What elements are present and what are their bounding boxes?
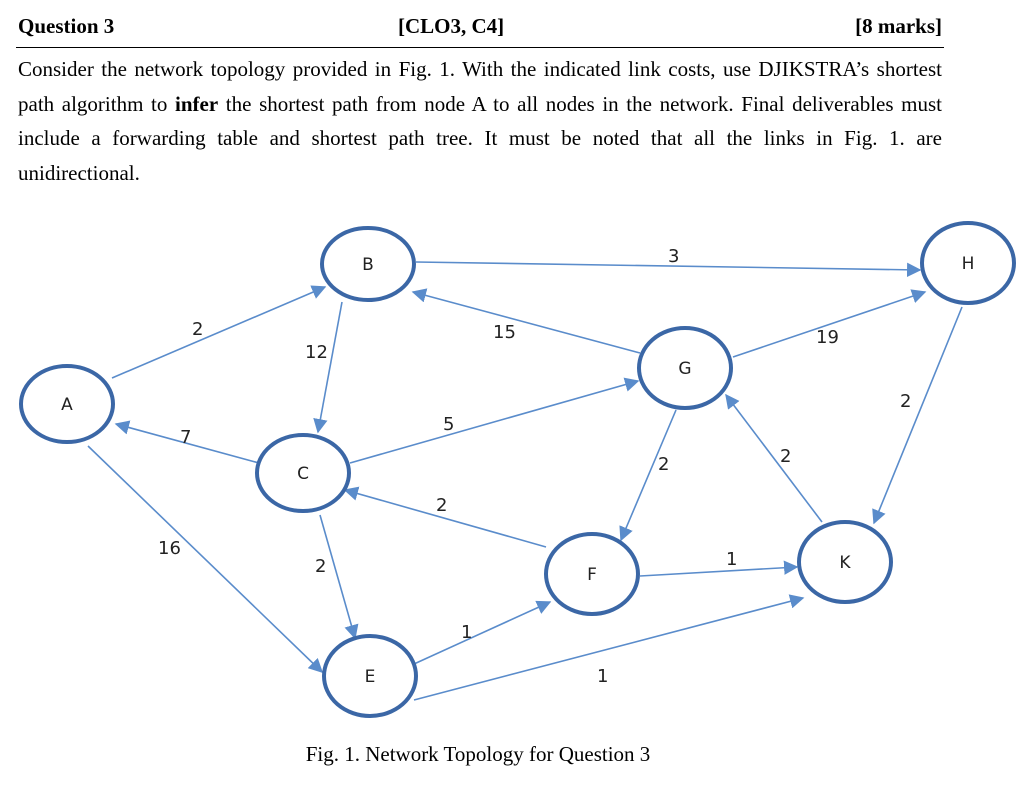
edge-line (619, 409, 677, 542)
header-rule (16, 47, 944, 48)
edge-f-to-k: 1 (639, 549, 799, 577)
edge-cost-label: 2 (192, 319, 203, 340)
edge-cost-label: 1 (597, 666, 608, 687)
node-label: A (61, 395, 73, 415)
edge-line (639, 560, 799, 577)
edge-c-to-a: 7 (114, 420, 260, 464)
node-b: B (320, 226, 416, 302)
nodes-layer: A B C E F G H K (19, 221, 1016, 718)
edge-a-to-e: 16 (87, 445, 324, 674)
figure-caption: Fig. 1. Network Topology for Question 3 (305, 742, 651, 766)
node-circle (920, 221, 1016, 305)
edge-e-to-f: 1 (413, 600, 552, 665)
edge-f-to-c: 2 (343, 486, 547, 548)
clo-tag: [CLO3, C4] (398, 14, 505, 38)
edge-line (725, 393, 823, 523)
edge-cost-label: 1 (461, 622, 472, 643)
edge-cost-label: 5 (443, 414, 454, 435)
edge-g-to-f: 2 (619, 409, 677, 542)
node-e: E (322, 634, 418, 718)
edge-line (732, 289, 927, 358)
node-g: G (637, 326, 733, 410)
edge-line (114, 420, 260, 464)
node-label: F (587, 565, 597, 585)
node-circle (637, 326, 733, 410)
node-circle (19, 364, 115, 444)
prompt-text-2: the shortest path from node A to all nod… (18, 91, 942, 185)
node-circle (255, 433, 351, 513)
edge-line (319, 514, 359, 640)
edge-line (111, 285, 327, 379)
question-number: Question 3 (18, 14, 115, 38)
edge-cost-label: 2 (900, 391, 911, 412)
edge-line (411, 288, 641, 354)
node-circle (544, 532, 640, 616)
edge-cost-label: 16 (158, 538, 181, 559)
prompt-text-1: Consider the network topology provided i… (18, 57, 942, 116)
edge-cost-label: 7 (180, 427, 191, 448)
edge-cost-label: 19 (816, 327, 839, 348)
node-k: K (797, 520, 893, 604)
edge-line (413, 594, 805, 701)
node-label: B (362, 255, 374, 275)
edge-cost-label: 2 (436, 495, 447, 516)
node-label: K (839, 553, 851, 573)
edge-line (87, 445, 324, 674)
edge-cost-label: 2 (658, 454, 669, 475)
edge-cost-label: 3 (668, 246, 679, 267)
prompt-emphasis: infer (175, 91, 219, 116)
node-f: F (544, 532, 640, 616)
edge-c-to-g: 5 (349, 377, 640, 464)
node-label: E (365, 667, 376, 687)
edge-line (413, 600, 552, 665)
edge-b-to-h: 3 (415, 246, 922, 277)
marks-label: [8 marks] (855, 14, 942, 38)
edge-cost-label: 15 (493, 322, 516, 343)
edge-line (415, 261, 922, 277)
edge-line (343, 486, 547, 548)
node-circle (320, 226, 416, 302)
node-h: H (920, 221, 1016, 305)
edge-cost-label: 12 (305, 342, 328, 363)
edge-b-to-c: 12 (305, 301, 343, 434)
question-prompt: Consider the network topology provided i… (18, 52, 942, 190)
edge-cost-label: 1 (726, 549, 737, 570)
edge-g-to-b: 15 (411, 288, 641, 354)
edge-e-to-k: 1 (413, 594, 805, 701)
node-label: G (678, 359, 691, 379)
node-circle (797, 520, 893, 604)
edge-k-to-g: 2 (725, 393, 823, 523)
node-circle (322, 634, 418, 718)
edge-a-to-b: 2 (111, 285, 327, 379)
node-c: C (255, 433, 351, 513)
edge-cost-label: 2 (780, 446, 791, 467)
edges-layer: 2 12 3 15 7 16 5 2 2 19 2 2 2 1 1 1 (87, 246, 963, 701)
node-label: C (297, 464, 309, 484)
edge-c-to-e: 2 (315, 514, 359, 640)
edge-h-to-k: 2 (872, 306, 963, 525)
edge-line (872, 306, 963, 525)
edge-g-to-h: 19 (732, 289, 927, 358)
edge-cost-label: 2 (315, 556, 326, 577)
node-label: H (962, 254, 975, 274)
node-a: A (19, 364, 115, 444)
edge-line (313, 301, 343, 434)
question-header: Question 3 [CLO3, C4] [8 marks] (18, 14, 942, 44)
edge-line (349, 377, 640, 464)
